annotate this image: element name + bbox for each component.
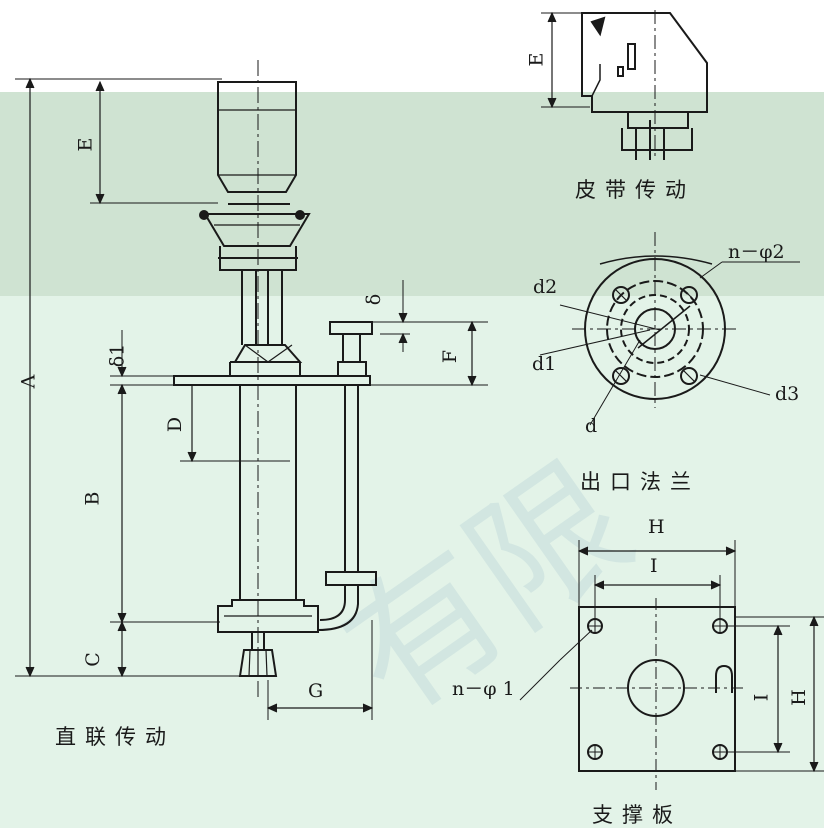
support-plate-view bbox=[519, 540, 824, 790]
caption-outlet-flange: 出口法兰 bbox=[580, 470, 700, 494]
label-E: E bbox=[74, 137, 97, 152]
label-d2: d2 bbox=[533, 276, 558, 298]
outlet-flange-view bbox=[539, 232, 800, 426]
label-I-top: I bbox=[650, 555, 658, 577]
upper-band-background bbox=[0, 92, 824, 296]
label-F: F bbox=[439, 349, 462, 364]
label-B: B bbox=[81, 491, 104, 506]
caption-direct-drive: 直联传动 bbox=[55, 725, 175, 749]
label-E-belt: E bbox=[525, 52, 548, 67]
label-I-side: I bbox=[750, 693, 773, 702]
label-D: D bbox=[164, 416, 187, 433]
belt-drive-view bbox=[541, 10, 708, 160]
direct-drive-view bbox=[15, 60, 488, 720]
label-delta: δ bbox=[363, 293, 386, 306]
label-A: A bbox=[17, 374, 40, 389]
caption-belt-drive: 皮带传动 bbox=[575, 178, 695, 202]
label-n-phi1: n－φ 1 bbox=[452, 678, 515, 700]
label-n-phi2: n－φ2 bbox=[728, 241, 785, 263]
label-G: G bbox=[308, 680, 324, 702]
top-white-strip-left bbox=[0, 72, 330, 92]
label-d: d bbox=[585, 415, 598, 437]
label-d3: d3 bbox=[775, 383, 800, 405]
label-H-side: H bbox=[787, 689, 810, 706]
label-C: C bbox=[81, 652, 104, 667]
label-d1: d1 bbox=[532, 353, 557, 375]
label-delta1: δ1 bbox=[106, 343, 129, 368]
caption-support-plate: 支撑板 bbox=[592, 803, 682, 827]
label-H-top: H bbox=[648, 516, 665, 538]
